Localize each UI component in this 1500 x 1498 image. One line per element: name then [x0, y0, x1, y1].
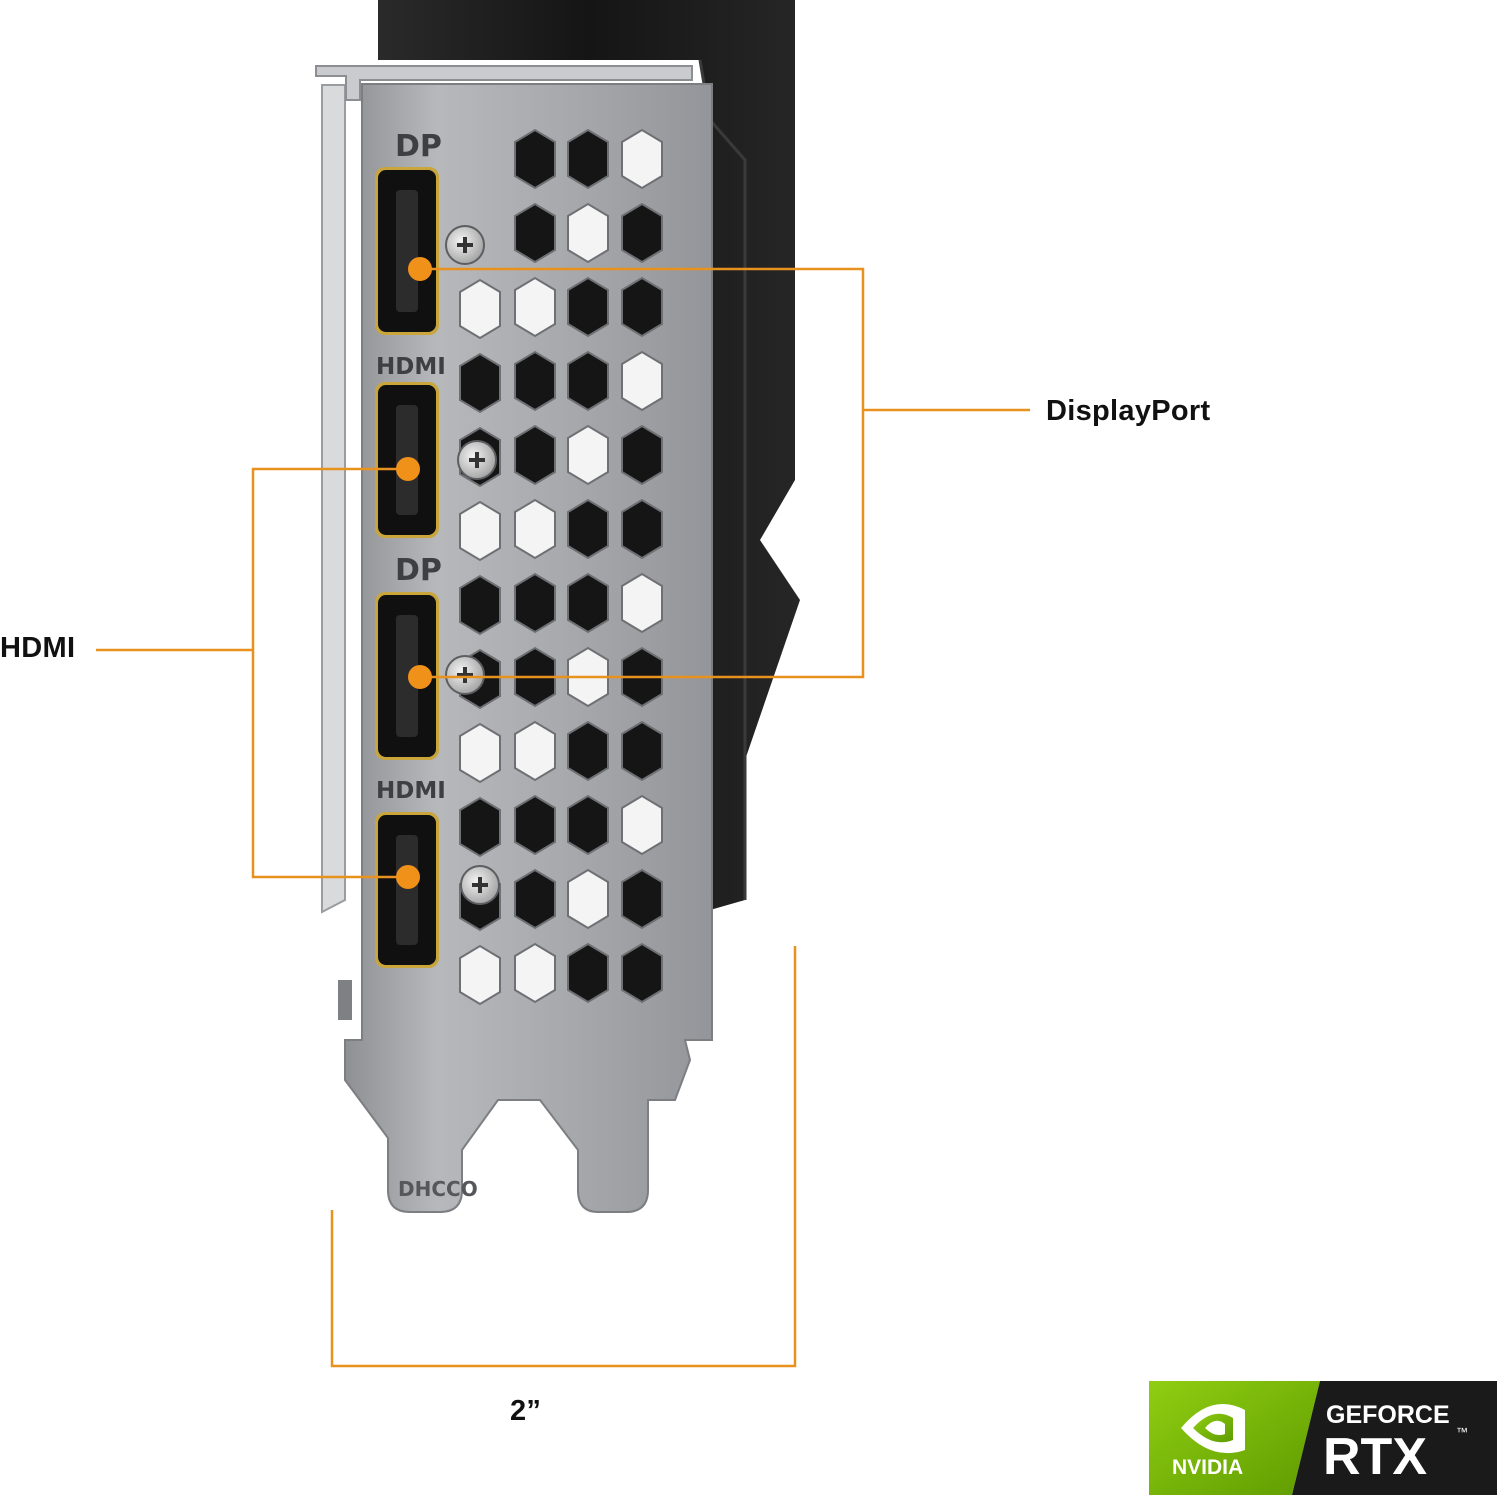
vent-opening — [567, 942, 609, 1004]
vent-opening — [567, 720, 609, 782]
vent-opening — [459, 722, 501, 784]
bracket-marking-part-code: DHCCO — [398, 1177, 478, 1201]
screw-icon — [445, 655, 485, 695]
callout-dots — [396, 257, 432, 889]
vent-opening — [459, 944, 501, 1006]
nvidia-eye-logo — [1181, 1404, 1245, 1454]
vent-opening — [621, 794, 663, 856]
vent-opening — [567, 424, 609, 486]
vent-opening — [459, 278, 501, 340]
vent-opening — [514, 276, 556, 338]
vent-opening — [621, 572, 663, 634]
displayport-port — [375, 167, 439, 335]
port-contact-strip — [396, 190, 418, 312]
vent-opening — [514, 572, 556, 634]
bracket-marking-hdmi-lower: HDMI — [376, 778, 446, 804]
vent-opening — [459, 500, 501, 562]
screw-icon — [457, 440, 497, 480]
vent-opening — [514, 202, 556, 264]
vent-opening — [621, 868, 663, 930]
callout-dot-hdmi-lower — [396, 865, 420, 889]
bracket-marking-dp-top: DP — [395, 129, 442, 164]
vent-opening — [514, 128, 556, 190]
vent-opening — [514, 424, 556, 486]
displayport-label: DisplayPort — [1046, 395, 1211, 427]
vent-opening — [621, 942, 663, 1004]
badge-dark-panel — [1292, 1381, 1497, 1495]
vent-opening — [514, 498, 556, 560]
bracket-marking-hdmi-top: HDMI — [376, 354, 446, 380]
card-shroud — [378, 0, 800, 910]
geforce-rtx-badge: NVIDIA GEFORCE RTX ™ — [1149, 1381, 1497, 1495]
badge-line2: RTX — [1323, 1428, 1427, 1486]
callout-dot-hdmi-top — [396, 457, 420, 481]
badge-tm: ™ — [1456, 1425, 1468, 1439]
vent-opening — [621, 720, 663, 782]
vent-opening — [567, 498, 609, 560]
vent-opening — [514, 868, 556, 930]
vent-opening — [621, 498, 663, 560]
callout-lines — [96, 267, 1030, 1368]
port-contact-strip — [396, 615, 418, 737]
vent-opening — [567, 794, 609, 856]
vent-opening — [567, 350, 609, 412]
vent-opening — [621, 276, 663, 338]
callout-dot-dp-lower — [408, 665, 432, 689]
badge-brand: NVIDIA — [1172, 1456, 1243, 1479]
screw-icon — [445, 225, 485, 265]
vent-opening — [514, 794, 556, 856]
vent-opening — [621, 424, 663, 486]
badge-line1: GEFORCE — [1326, 1401, 1450, 1429]
hdmi-callout-line — [96, 467, 408, 879]
vent-opening — [567, 868, 609, 930]
bracket-marking-dp-lower: DP — [395, 553, 442, 588]
bracket-screws — [445, 225, 500, 905]
displayport-callout-line — [420, 267, 1030, 679]
hdmi-label: HDMI — [0, 632, 76, 664]
vent-opening — [514, 942, 556, 1004]
vent-opening — [567, 128, 609, 190]
vent-opening — [567, 202, 609, 264]
width-dimension-line — [330, 946, 797, 1368]
bracket-side-rail — [321, 84, 346, 914]
bracket-side-tab — [338, 980, 352, 1020]
vent-opening — [621, 128, 663, 190]
hdmi-port — [375, 812, 439, 968]
vent-opening — [621, 350, 663, 412]
vent-opening — [459, 352, 501, 414]
vent-opening — [514, 350, 556, 412]
vent-opening — [459, 574, 501, 636]
vent-opening — [459, 796, 501, 858]
width-label: 2” — [510, 1395, 542, 1427]
vent-opening — [514, 720, 556, 782]
screw-icon — [460, 865, 500, 905]
vent-opening — [621, 202, 663, 264]
vent-opening — [567, 572, 609, 634]
port-contact-strip — [396, 835, 418, 945]
bracket-top-lip — [315, 65, 693, 101]
callout-dot-dp-top — [408, 257, 432, 281]
vent-opening — [567, 276, 609, 338]
displayport-port — [375, 592, 439, 760]
